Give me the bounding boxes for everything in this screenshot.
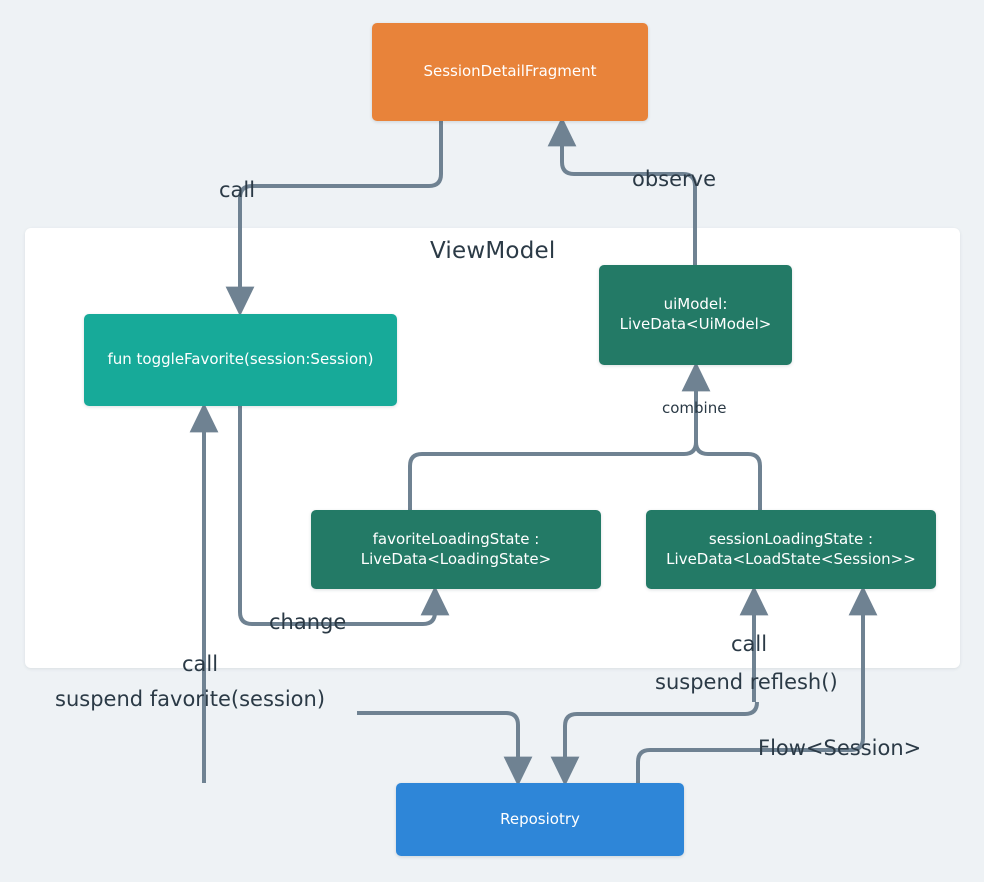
edge-label-combine: combine — [662, 399, 727, 417]
edge-label-flow-session: Flow<Session> — [758, 736, 922, 760]
edge-label-call-top: call — [219, 178, 256, 202]
edge-label-suspend-favorite: suspend favorite(session) — [55, 687, 326, 711]
node-ui-model-livedata[interactable]: uiModel: LiveData<UiModel> — [599, 265, 792, 365]
node-session-detail-fragment[interactable]: SessionDetailFragment — [372, 23, 648, 121]
edge-label-call-right: call — [731, 632, 768, 656]
edge-label-call-left: call — [182, 652, 219, 676]
edge-change — [238, 406, 450, 626]
node-toggle-favorite-function[interactable]: fun toggleFavorite(session:Session) — [84, 314, 397, 406]
edge-suspend-favorite — [357, 711, 533, 787]
edge-label-observe: observe — [632, 167, 717, 191]
edge-label-change: change — [269, 610, 347, 634]
edge-combine-left-branch — [408, 425, 698, 510]
viewmodel-panel — [25, 228, 960, 668]
edge-combine-right-branch — [694, 425, 762, 510]
node-session-loading-state[interactable]: sessionLoadingState : LiveData<LoadState… — [646, 510, 936, 589]
edge-flow-session — [636, 585, 878, 783]
viewmodel-panel-title: ViewModel — [430, 238, 556, 264]
edge-label-suspend-reflesh: suspend reflesh() — [655, 670, 838, 694]
edge-suspend-reflesh — [550, 701, 759, 787]
edge-call-top — [225, 121, 443, 317]
node-repository[interactable]: Reposiotry — [396, 783, 684, 856]
node-favorite-loading-state[interactable]: favoriteLoadingState : LiveData<LoadingS… — [311, 510, 601, 589]
edge-observe — [547, 116, 697, 265]
